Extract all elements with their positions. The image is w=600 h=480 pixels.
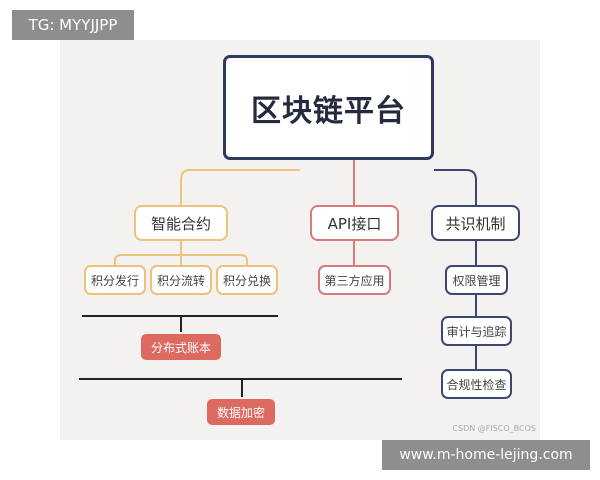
audit-tracking-node: 审计与追踪	[441, 316, 512, 346]
smart-contract-node: 智能合约	[134, 205, 228, 241]
data-encryption-node: 数据加密	[207, 399, 275, 425]
points-issuance-node: 积分发行	[84, 265, 146, 295]
permission-management-node: 权限管理	[445, 265, 508, 295]
distributed-ledger-node: 分布式账本	[141, 334, 221, 360]
compliance-check-node: 合规性检查	[441, 369, 512, 399]
points-redemption-node: 积分兑换	[216, 265, 278, 295]
connector-root-smart-contract	[180, 169, 223, 205]
connector-root-consensus	[434, 169, 477, 205]
bottom-site-tag: www.m-home-lejing.com	[382, 440, 590, 470]
api-node: API接口	[310, 205, 399, 241]
third-party-app-node: 第三方应用	[318, 265, 391, 295]
consensus-node: 共识机制	[431, 205, 520, 241]
csdn-watermark: CSDN @FISCO_BCOS	[452, 424, 536, 433]
root-node: 区块链平台	[223, 55, 434, 160]
top-tag: TG: MYYJJPP	[12, 10, 134, 40]
points-transfer-node: 积分流转	[150, 265, 212, 295]
